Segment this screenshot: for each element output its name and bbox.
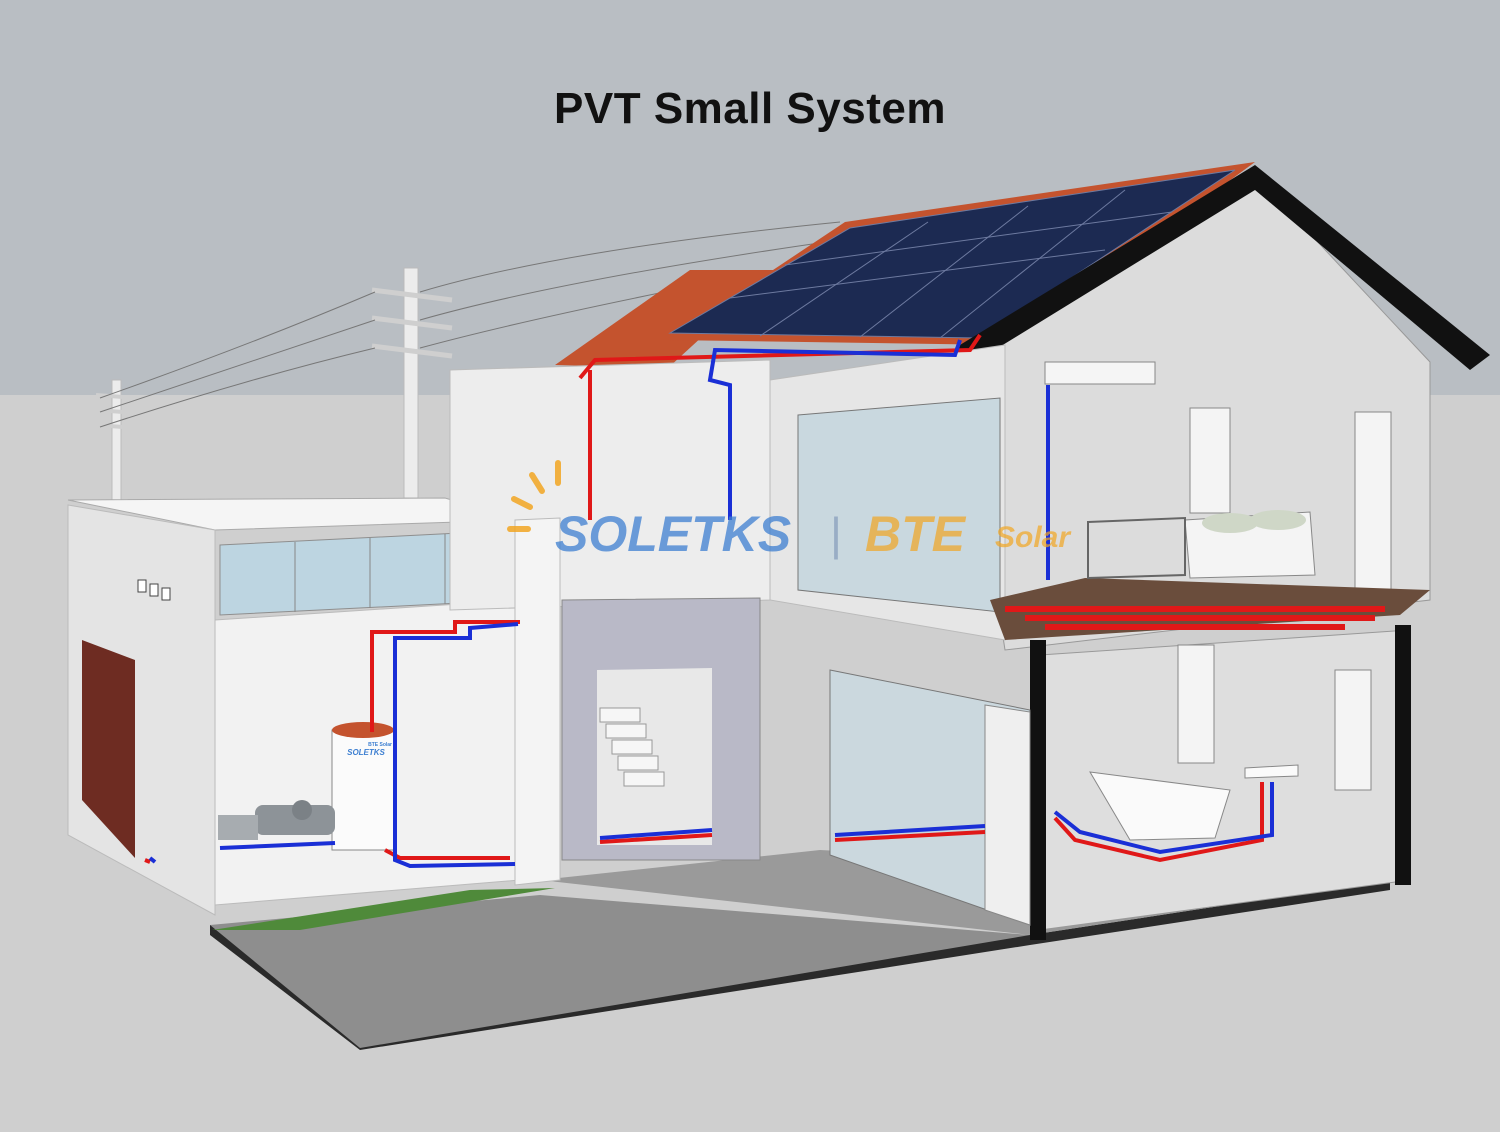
lower-shutter <box>984 704 1031 926</box>
cold-pipes <box>148 339 1274 869</box>
staircase <box>599 707 665 787</box>
garage-vents <box>137 579 171 601</box>
tank-label-brand: SOLETKS <box>347 748 385 757</box>
hot-pipes <box>144 333 1264 864</box>
tank-label: BTE Solar SOLETKS <box>340 742 392 757</box>
watermark-brand-right-word: Solar <box>995 521 1071 554</box>
pv-panel-array-icon <box>668 169 1236 339</box>
watermark-separator: | <box>830 508 842 560</box>
garage-door <box>82 640 135 858</box>
water-tank-icon <box>331 722 395 851</box>
floor-heating-pipes <box>1005 606 1385 630</box>
bathtub-icon <box>1089 771 1231 841</box>
sink-icon <box>1244 764 1299 779</box>
outer-wall-right <box>1395 625 1411 885</box>
floor-surface <box>210 895 1030 1048</box>
bedroom-railing <box>1087 516 1186 580</box>
grass-strip <box>212 888 555 930</box>
page-title: PVT Small System <box>554 84 946 133</box>
tank-label-small: BTE Solar <box>368 742 392 748</box>
divider-wall <box>1030 640 1046 940</box>
white-column-block <box>514 517 561 886</box>
watermark: SOLETKS | BTE Solar <box>500 455 1120 565</box>
watermark-brand-right-mark: BTE <box>865 506 965 562</box>
power-lines <box>99 221 841 428</box>
gable-roof-edge <box>955 165 1490 370</box>
roof-tiles-left <box>555 270 775 368</box>
bed-icon <box>1184 510 1316 579</box>
vent-unit <box>1044 361 1156 385</box>
circulation-pump-icon <box>218 800 335 840</box>
watermark-brand-left: SOLETKS <box>555 506 792 562</box>
sun-logo-icon <box>507 460 561 532</box>
window-shutters-lower <box>1177 644 1372 791</box>
utility-pole-icon <box>95 267 453 501</box>
